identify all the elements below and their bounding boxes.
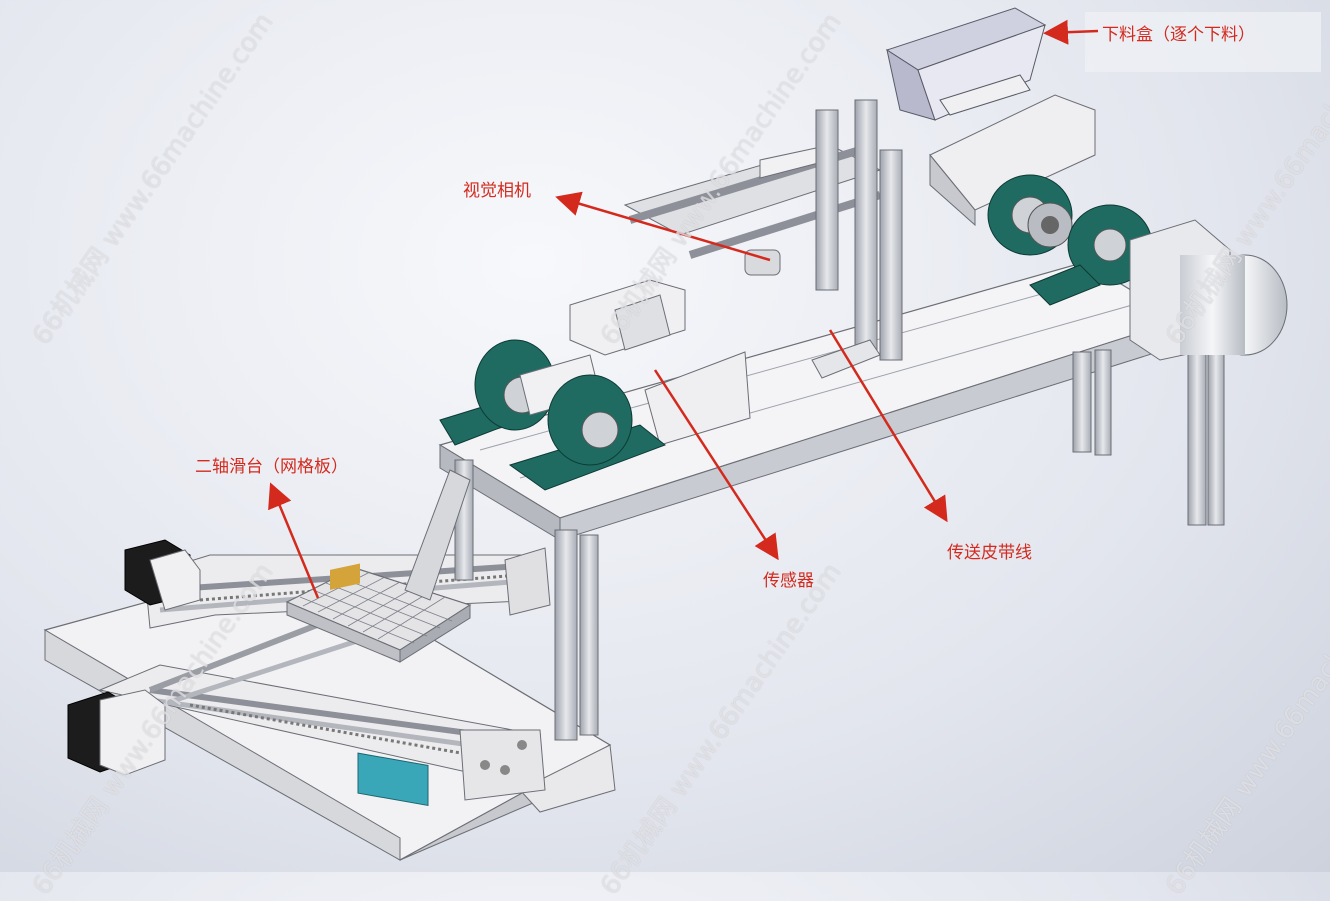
arrow-belt <box>828 329 948 523</box>
label-sensor: 传感器 <box>763 571 814 591</box>
camera-gantry <box>623 99 903 379</box>
label-belt: 传送皮带线 <box>947 543 1032 563</box>
arrow-sensor <box>653 369 779 561</box>
pulley <box>1027 202 1073 248</box>
arrow-slide <box>268 482 320 599</box>
conveyor-frame <box>404 261 1225 741</box>
machine-diagram <box>43 7 1288 861</box>
arrow-camera <box>555 191 771 262</box>
label-hopper: 下料盒（逐个下料） <box>1102 25 1255 45</box>
drive-motor <box>1129 219 1288 361</box>
label-slide: 二轴滑台（网格板） <box>195 457 348 477</box>
hopper-label-backdrop <box>1085 12 1321 72</box>
y-axis-module <box>98 664 546 807</box>
hopper-box <box>885 7 1047 121</box>
drive-housing <box>929 94 1096 227</box>
sensor-bracket <box>569 279 751 446</box>
stepper-motor-y <box>67 689 166 776</box>
grid-plate <box>285 563 472 663</box>
bearing-block-left-2 <box>508 374 666 491</box>
label-camera: 视觉相机 <box>463 181 531 201</box>
arrow-hopper <box>1043 19 1099 45</box>
stepper-motor-x <box>124 539 201 611</box>
